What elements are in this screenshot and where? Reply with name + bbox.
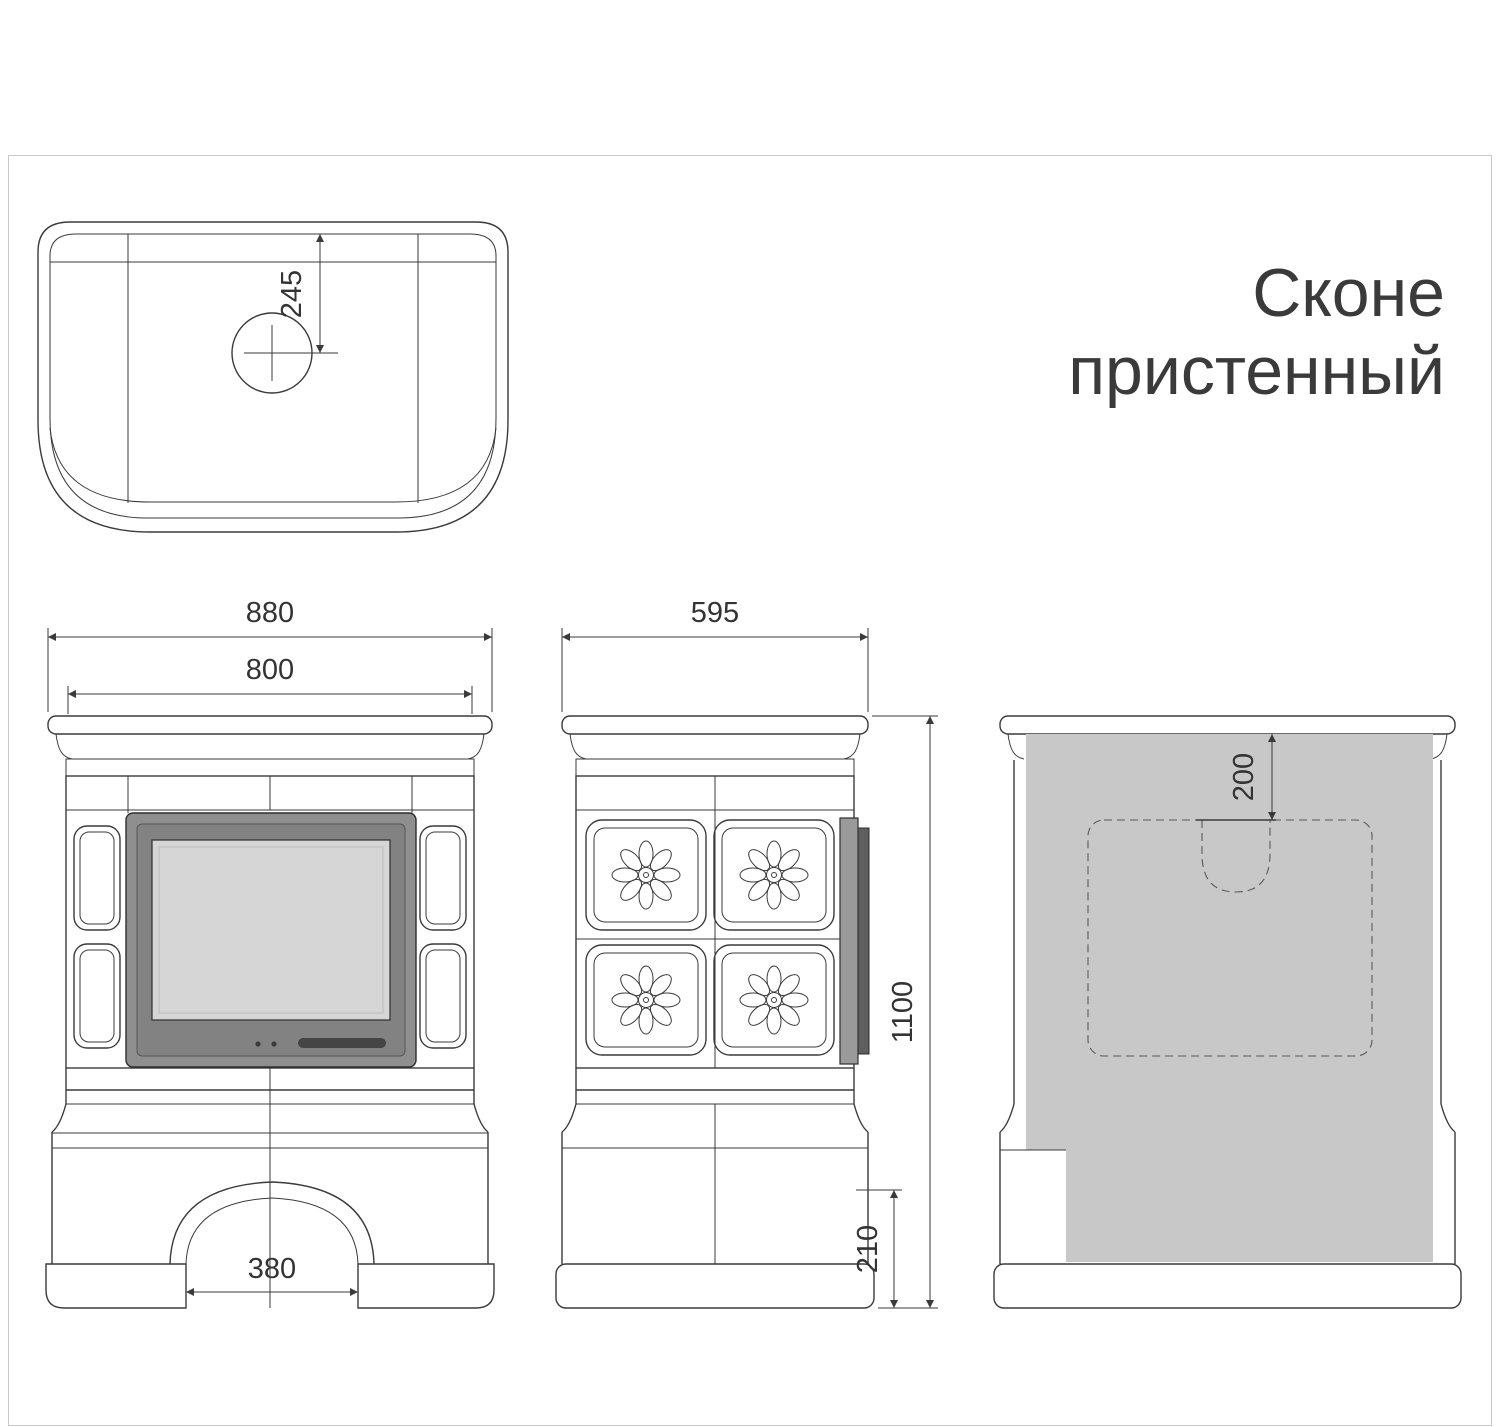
dim-arch-width: 380 [186,1253,358,1296]
dim-side-depth: 595 [561,597,869,712]
cornice-slab [561,715,869,735]
decor-tile [419,825,467,931]
service-contour-dashed [1087,819,1373,1057]
cornice-slab [47,715,493,735]
plan-view: 245 [37,221,509,533]
cornice-slab [999,715,1456,735]
door-screw [271,1041,277,1047]
dim-base-height: 210 [852,1189,902,1308]
rear-view: 200 [993,715,1462,1309]
dim-label-880: 880 [246,597,294,629]
dim-label-245: 245 [276,270,308,318]
base-flare-right [853,1103,869,1133]
door-edge-profile [839,817,859,1065]
door-glass [151,839,391,1021]
front-view: 880 800 [45,597,495,1309]
plinth-foot-left [45,1263,187,1309]
dim-front-body-width: 800 [67,654,473,714]
door-screw [255,1041,261,1047]
title-line-1: Сконе [1252,255,1445,331]
cornice-cove [569,733,861,760]
cornice-cove-right [1430,733,1448,760]
rosette-ornament [739,965,809,1035]
heat-shield-area [1026,734,1433,1262]
dim-label-200: 200 [1228,753,1260,801]
door-glass-inner-edge [158,846,384,1014]
dim-flue-offset: 245 [272,234,338,354]
rosette-ornament [611,965,681,1035]
base-flare-right [473,1103,489,1133]
plan-inner-outline [49,233,497,519]
side-view: 595 [555,597,938,1309]
firebox-door [125,812,417,1068]
dim-label-595: 595 [691,597,739,629]
cornice-band [575,758,855,777]
sheet-border [8,155,1492,1426]
dim-label-800: 800 [246,654,294,686]
plinth [555,1263,875,1309]
dim-total-height: 1100 [872,715,938,1309]
cornice-cove-left [1007,733,1025,760]
rosette-tile-frame [713,819,835,931]
flue-notch-dashed [1201,820,1271,893]
dim-label-210: 210 [852,1225,884,1273]
base-flare-left [999,1103,1015,1133]
dim-label-380: 380 [248,1253,296,1285]
rosette-tile-frame [713,944,835,1056]
dim-label-1100: 1100 [887,981,919,1043]
base-flare-left [51,1103,67,1133]
rosette-tile-frame [585,944,707,1056]
plinth [993,1263,1462,1309]
plan-outer-outline [37,221,509,533]
rosette-ornament [611,840,681,910]
door-handle [298,1038,386,1048]
base-flare-right [1440,1103,1456,1133]
title-line-2: пристенный [1068,333,1445,409]
arch-trim [169,1181,375,1265]
door-edge-lip [857,827,870,1055]
base-flare-left [561,1103,577,1133]
rosette-ornament [739,840,809,910]
title: Сконе пристенный [1068,255,1445,409]
plan-bottom-arc [49,427,497,503]
cornice-band [65,758,475,777]
decor-tile [73,825,121,931]
arch-opening [185,1197,359,1265]
rosette-tile-frame [585,819,707,931]
decor-tile [73,943,121,1049]
plinth-foot-right [357,1263,495,1309]
decor-tile [419,943,467,1049]
dim-rear-flue-offset: 200 [1228,734,1276,820]
dim-front-overall-width: 880 [47,597,493,712]
cornice-cove [55,733,485,760]
